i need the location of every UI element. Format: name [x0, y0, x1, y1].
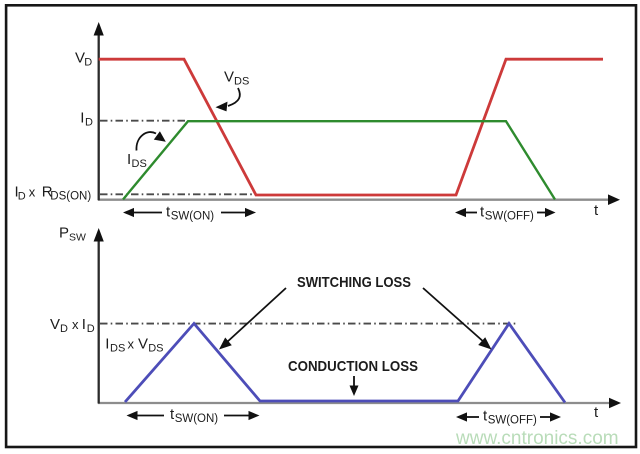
svg-text:D: D	[60, 323, 68, 335]
svg-text:DS: DS	[234, 76, 249, 88]
svg-text:DS(ON): DS(ON)	[50, 191, 91, 203]
svg-text:DS: DS	[132, 158, 147, 170]
svg-text:x: x	[29, 185, 36, 200]
svg-text:t: t	[170, 406, 175, 423]
svg-text:D: D	[85, 117, 93, 129]
svg-text:I: I	[15, 184, 19, 201]
svg-text:DS: DS	[148, 343, 163, 355]
svg-text:V: V	[224, 69, 234, 86]
svg-text:I: I	[82, 316, 86, 333]
svg-text:t: t	[483, 408, 488, 425]
svg-text:t: t	[594, 202, 599, 219]
svg-text:t: t	[166, 204, 171, 221]
svg-text:SW(ON): SW(ON)	[171, 211, 215, 223]
svg-text:SW(ON): SW(ON)	[175, 413, 219, 425]
svg-text:SW(OFF): SW(OFF)	[485, 211, 534, 223]
svg-text:R: R	[42, 184, 53, 201]
svg-text:SWITCHING LOSS: SWITCHING LOSS	[297, 274, 411, 291]
svg-text:t: t	[480, 204, 485, 221]
svg-text:SW: SW	[69, 232, 86, 244]
svg-text:P: P	[59, 225, 69, 242]
svg-text:t: t	[594, 404, 599, 421]
svg-text:D: D	[87, 323, 95, 335]
svg-text:V: V	[75, 50, 85, 67]
svg-text:I: I	[127, 151, 131, 168]
svg-text:V: V	[138, 336, 148, 353]
svg-text:CONDUCTION LOSS: CONDUCTION LOSS	[288, 358, 418, 375]
svg-text:V: V	[50, 316, 60, 333]
svg-text:D: D	[84, 57, 92, 69]
svg-text:x: x	[72, 317, 79, 332]
svg-text:x: x	[128, 337, 135, 352]
svg-text:SW(OFF): SW(OFF)	[488, 415, 537, 427]
svg-text:I: I	[80, 110, 84, 127]
svg-text:www.cntronics.com: www.cntronics.com	[455, 428, 619, 449]
svg-text:D: D	[18, 191, 26, 203]
svg-text:DS: DS	[110, 343, 125, 355]
svg-text:I: I	[105, 336, 109, 353]
